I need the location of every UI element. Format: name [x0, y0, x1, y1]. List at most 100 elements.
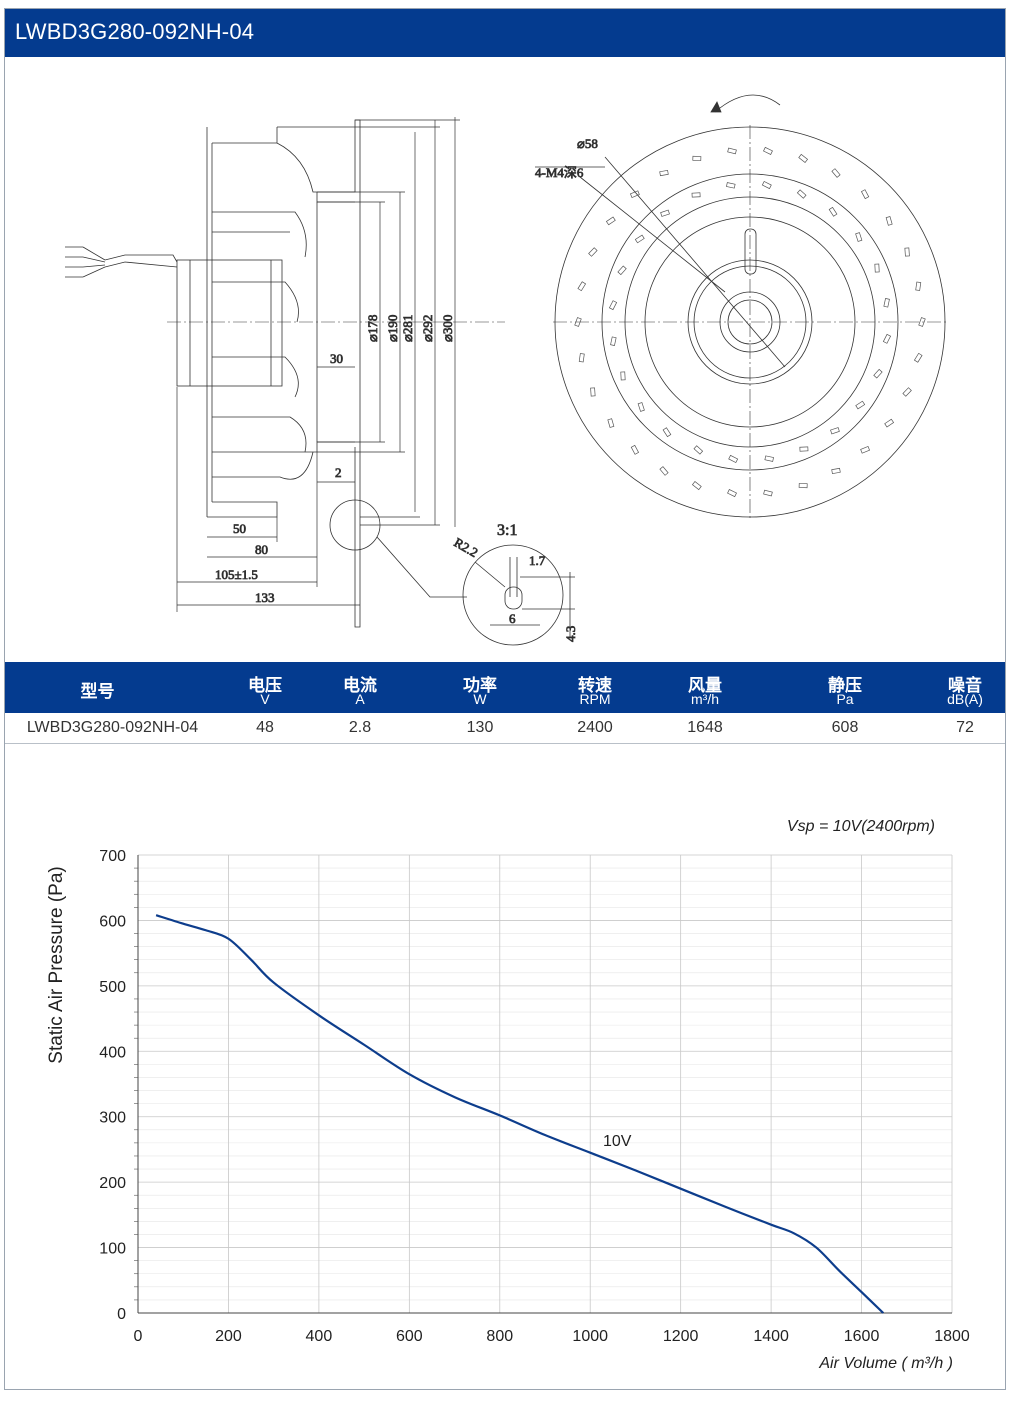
dim-d292: ⌀292	[420, 315, 435, 342]
dim-d190: ⌀190	[385, 315, 400, 342]
y-tick-label: 200	[99, 1175, 126, 1192]
side-view	[65, 119, 505, 628]
blade-slot	[590, 387, 596, 397]
detail-43: 4.3	[563, 626, 578, 642]
table-row: LWBD3G280-092NH-04 48 2.8 130 2400 1648 …	[5, 713, 1005, 744]
blade-slot	[620, 371, 626, 381]
blade-slot	[828, 206, 838, 217]
blade-slot	[904, 247, 910, 257]
blade-slot	[798, 483, 808, 489]
blade-slots	[574, 146, 926, 498]
blade-slot	[885, 216, 893, 226]
detail-6: 6	[509, 611, 516, 626]
blade-slot	[692, 155, 702, 161]
blade-slot	[860, 189, 870, 200]
blade-slot	[693, 445, 704, 455]
dim-50: 50	[233, 521, 246, 536]
detail-view	[462, 544, 575, 646]
front-view-labels: ⌀58 4-M4深6	[535, 136, 599, 181]
x-tick-label: 1200	[663, 1328, 699, 1345]
detail-17: 1.7	[529, 553, 546, 568]
blade-slot	[610, 336, 617, 346]
blade-slot	[691, 481, 702, 491]
blade-slot	[629, 190, 640, 198]
blade-slot	[873, 368, 883, 379]
blade-slot	[608, 300, 618, 311]
detail-scale: 3:1	[497, 522, 517, 539]
dim-d300: ⌀300	[440, 315, 455, 342]
blade-slot	[691, 192, 701, 198]
blade-slot	[763, 146, 773, 155]
blade-slot	[918, 317, 926, 327]
technical-drawing: ⌀178 ⌀190 ⌀281 ⌀292 ⌀300 30 2 50 80 105±…	[5, 57, 1005, 662]
blade-slot	[915, 281, 922, 291]
blade-slot	[728, 454, 739, 464]
side-view-dimensions	[176, 117, 460, 612]
dim-80: 80	[255, 542, 268, 557]
blade-slot	[659, 466, 669, 476]
x-tick-label: 800	[486, 1328, 513, 1345]
blade-slot	[860, 446, 871, 454]
cell-speed: 2400	[577, 719, 613, 736]
blade-slot	[578, 353, 585, 363]
cell-power: 130	[466, 719, 494, 736]
detail-labels: 3:1 R2.2 1.7 6 4.3	[451, 522, 578, 643]
x-tick-label: 0	[134, 1328, 143, 1345]
blade-slot	[874, 263, 880, 273]
blade-slot	[763, 489, 773, 497]
blade-slot	[883, 298, 890, 308]
blade-slot	[882, 333, 892, 344]
dim-2: 2	[335, 465, 342, 480]
dim-133: 133	[255, 590, 275, 605]
blade-slot	[884, 418, 895, 428]
blade-slot	[902, 387, 912, 397]
blade-slot	[574, 317, 582, 327]
front-view	[535, 94, 947, 519]
blade-slot	[831, 467, 841, 475]
x-tick-label: 600	[396, 1328, 423, 1345]
y-tick-label: 400	[99, 1044, 126, 1061]
cell-current: 2.8	[348, 719, 372, 736]
y-tick-label: 500	[99, 979, 126, 996]
dim-d178: ⌀178	[365, 315, 380, 342]
product-title: LWBD3G280-092NH-04	[15, 19, 255, 44]
dim-105: 105±1.5	[215, 567, 258, 582]
y-tick-label: 600	[99, 913, 126, 930]
blade-slot	[830, 427, 840, 435]
blade-slot	[637, 402, 645, 412]
blade-slot	[798, 153, 809, 163]
blade-slot	[764, 455, 774, 462]
page-frame	[4, 8, 1006, 1390]
cell-model: LWBD3G280-092NH-04	[26, 719, 199, 736]
x-tick-label: 1000	[572, 1328, 608, 1345]
series-label-10v: 10V	[603, 1133, 632, 1150]
blade-slot	[727, 147, 737, 155]
cell-pressure: 608	[831, 719, 859, 736]
blade-slot	[634, 234, 645, 244]
cell-noise: 72	[956, 719, 974, 736]
detail-r: R2.2	[452, 535, 481, 560]
blade-slot	[831, 168, 841, 178]
side-view-labels: ⌀178 ⌀190 ⌀281 ⌀292 ⌀300 30 2 50 80 105±…	[215, 314, 456, 605]
blade-slot	[659, 169, 669, 177]
dim-mount: 4-M4深6	[535, 165, 584, 180]
dim-d58: ⌀58	[577, 136, 598, 151]
blade-slot	[607, 418, 615, 428]
x-tick-label: 1600	[844, 1328, 880, 1345]
cell-voltage: 48	[256, 719, 274, 736]
blade-slot	[913, 352, 923, 363]
blade-slot	[726, 182, 736, 189]
x-tick-label: 1800	[934, 1328, 970, 1345]
blade-slot	[617, 265, 627, 276]
y-tick-label: 300	[99, 1110, 126, 1127]
header-model: 型号	[80, 682, 115, 701]
